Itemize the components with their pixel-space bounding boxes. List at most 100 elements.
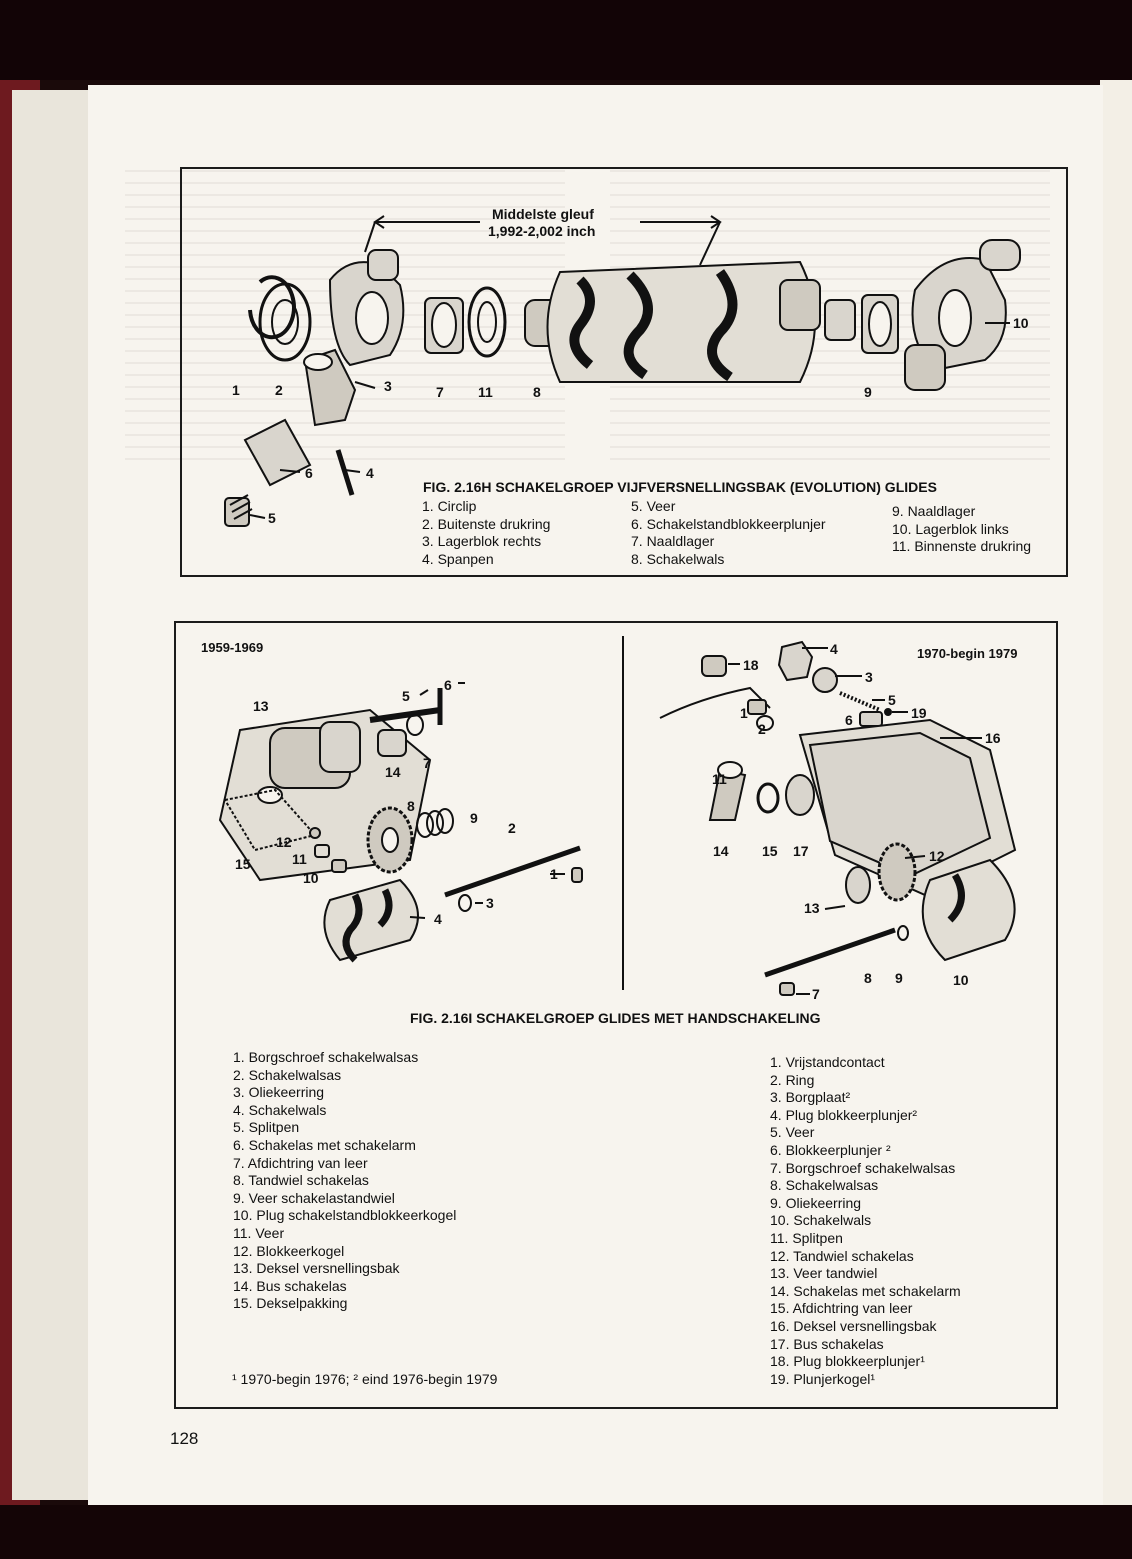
part-number: 6 [845,712,853,728]
part-number: 8 [407,798,415,814]
part-number: 10 [953,972,969,988]
part-number: 7 [423,755,431,771]
part-number: 9 [470,810,478,826]
page-stack-edge [12,90,93,1500]
figure-2-16i-frame [174,621,1058,1409]
footnote: ¹ 1970-begin 1976; ² eind 1976-begin 197… [232,1371,498,1387]
part-number: 14 [713,843,729,859]
part-number: 19 [911,705,927,721]
legend-item: 9. Naaldlager [892,503,976,519]
legend-item: 5. Veer [631,498,676,514]
legend-item: 3. Lagerblok rechts [422,533,542,550]
variant-label-1959-1969: 1959-1969 [201,640,264,655]
variant-label-1970-1979: 1970-begin 1979 [917,646,1018,661]
part-number: 8 [864,970,872,986]
legend-item: 11. Splitpen [770,1229,843,1246]
figure-2-16h-legend-col1: 1. Circlip 2. Buitenste drukring 3. Lage… [422,498,550,568]
part-number: 5 [402,688,410,704]
legend-item: 8. Tandwiel schakelas [233,1172,369,1189]
part-number: 10 [1013,315,1029,331]
bottom-background [0,1505,1132,1559]
legend-item: 4. Spanpen [422,550,494,567]
part-number: 4 [434,911,442,927]
callout-value: 1,992-2,002 inch [488,223,596,239]
part-number: 4 [366,465,374,481]
figure-2-16h-frame [180,167,1068,577]
figure-2-16i-legend-left: 1. Borgschroef schakelwalsas 2. Schakelw… [233,1049,456,1313]
figure-2-16h-legend-col2: 5. Veer 6. Schakelstandblokkeerplunjer 7… [631,498,826,568]
part-number: 2 [758,721,766,737]
legend-item: 1. Borgschroef schakelwalsas [233,1049,419,1065]
legend-item: 13. Veer tandwiel [770,1265,878,1282]
part-number: 16 [985,730,1001,746]
legend-item: 10. Plug schakelstandblokkeerkogel [233,1207,457,1224]
legend-item: 7. Borgschroef schakelwalsas [770,1159,956,1176]
legend-item: 8. Schakelwalsas [770,1177,879,1194]
legend-item: 11. Binnenste drukring [892,538,1032,555]
part-number: 5 [888,692,896,708]
legend-item: 13. Deksel versnellingsbak [233,1260,400,1277]
part-number: 15 [762,843,778,859]
part-number: 2 [275,382,283,398]
legend-item: 14. Bus schakelas [233,1277,347,1294]
part-number: 13 [253,698,269,714]
legend-item: 9. Oliekeerring [770,1194,862,1211]
legend-item: 17. Bus schakelas [770,1335,884,1352]
legend-item: 12. Tandwiel schakelas [770,1247,914,1264]
legend-item: 14. Schakelas met schakelarm [770,1282,961,1299]
figure-2-16h-legend-col3: 9. Naaldlager 10. Lagerblok links 11. Bi… [892,503,1031,556]
part-number: 5 [268,510,276,526]
part-number: 8 [533,384,541,400]
legend-item: 2. Buitenste drukring [422,515,551,532]
callout-title: Middelste gleuf [492,206,594,222]
book-cover-right [1100,80,1132,1510]
legend-item: 4. Schakelwals [233,1101,327,1118]
legend-item: 2. Ring [770,1071,815,1088]
part-number: 11 [478,384,493,400]
legend-item: 15. Afdichtring van leer [770,1300,913,1317]
part-number: 17 [793,843,809,859]
legend-item: 3. Borgplaat² [770,1089,851,1106]
part-number: 3 [486,895,494,911]
part-number: 10 [303,870,319,886]
figure-2-16i-caption: FIG. 2.16I SCHAKELGROEP GLIDES MET HANDS… [410,1010,821,1026]
part-number: 18 [743,657,759,673]
legend-item: 6. Schakelas met schakelarm [233,1136,416,1153]
part-number: 7 [812,986,820,1002]
legend-item: 3. Oliekeerring [233,1084,325,1101]
legend-item: 11. Veer [233,1224,285,1241]
part-number: 9 [895,970,903,986]
part-number: 1 [550,866,558,882]
legend-item: 5. Splitpen [233,1119,300,1136]
part-number: 2 [508,820,516,836]
part-number: 6 [444,677,452,693]
part-number: 11 [292,851,307,867]
part-number: 1 [232,382,240,398]
legend-item: 10. Lagerblok links [892,520,1009,537]
part-number: 11 [712,771,727,787]
legend-item: 1. Circlip [422,498,477,514]
part-number: 12 [276,834,292,850]
part-number: 3 [384,378,392,394]
legend-item: 15. Dekselpakking [233,1295,348,1312]
part-number: 1 [740,705,748,721]
legend-item: 12. Blokkeerkogel [233,1242,345,1259]
legend-item: 7. Afdichtring van leer [233,1154,368,1171]
legend-item: 7. Naaldlager [631,533,715,550]
legend-item: 18. Plug blokkeerplunjer¹ [770,1353,925,1370]
legend-item: 5. Veer [770,1124,815,1141]
legend-item: 4. Plug blokkeerplunjer² [770,1106,918,1123]
figure-2-16h-caption: FIG. 2.16H SCHAKELGROEP VIJFVERSNELLINGS… [423,479,937,495]
top-background [0,0,1132,80]
legend-item: 9. Veer schakelastandwiel [233,1189,395,1206]
part-number: 4 [830,641,838,657]
part-number: 15 [235,856,251,872]
legend-item: 16. Deksel versnellingsbak [770,1317,937,1334]
legend-item: 6. Schakelstandblokkeerplunjer [631,515,826,532]
legend-item: 10. Schakelwals [770,1212,872,1229]
part-number: 7 [436,384,444,400]
part-number: 3 [865,669,873,685]
legend-item: 19. Plunjerkogel¹ [770,1370,876,1387]
